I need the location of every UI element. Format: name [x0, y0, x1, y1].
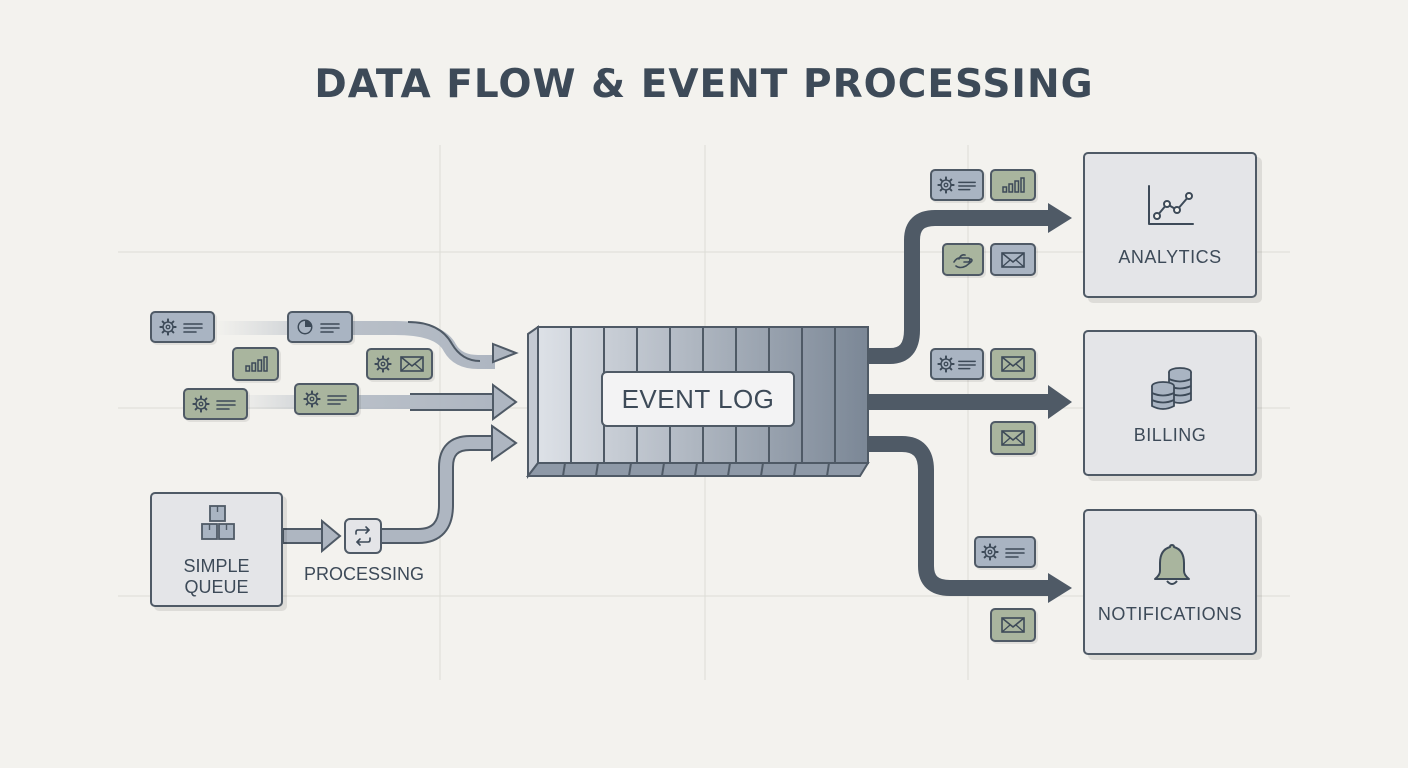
- bell-icon: [1154, 544, 1190, 585]
- gear-mail-icon: [366, 348, 433, 380]
- gear-list-icon: [930, 348, 984, 380]
- queue-processing-arrow: [282, 518, 342, 554]
- hand-icon: [942, 243, 984, 276]
- boxes-icon: [201, 505, 235, 540]
- gear-list-icon: [930, 169, 984, 201]
- simple-queue-label-line1: SIMPLE: [183, 556, 250, 576]
- bar-chart-icon: [232, 347, 279, 381]
- simple-queue-label-line2: QUEUE: [184, 577, 249, 597]
- line-chart-icon: [1148, 185, 1194, 225]
- analytics-box: ANALYTICS: [1083, 152, 1257, 298]
- simple-queue-label: SIMPLE QUEUE: [152, 556, 281, 598]
- diagram-title: DATA FLOW & EVENT PROCESSING: [314, 62, 1094, 107]
- processing-label: PROCESSING: [303, 564, 425, 584]
- mail-icon: [990, 608, 1036, 642]
- analytics-label: ANALYTICS: [1118, 247, 1222, 267]
- processing-node: [344, 518, 382, 554]
- incoming-stream-2: [232, 383, 518, 421]
- bar-chart-icon: [990, 169, 1036, 201]
- outgoing-arrow-notifications: [868, 436, 1072, 603]
- outgoing-arrow-billing: [868, 385, 1072, 419]
- gear-list-icon: [974, 536, 1036, 568]
- pie-list-icon: [287, 311, 353, 343]
- event-log-label: EVENT LOG: [601, 371, 795, 427]
- coins-stack-icon: [1151, 367, 1192, 410]
- billing-box: BILLING: [1083, 330, 1257, 476]
- processing-log-arrow: [382, 424, 518, 544]
- incoming-stream-1-outline: [407, 321, 481, 362]
- outgoing-arrow-analytics: [868, 203, 1072, 364]
- mail-icon: [990, 243, 1036, 276]
- notifications-label: NOTIFICATIONS: [1097, 604, 1243, 624]
- simple-queue-box: SIMPLE QUEUE: [150, 492, 283, 607]
- mail-icon: [990, 348, 1036, 380]
- gear-list-icon: [294, 383, 359, 415]
- gear-list-icon: [150, 311, 215, 343]
- billing-label: BILLING: [1133, 425, 1207, 445]
- notifications-box: NOTIFICATIONS: [1083, 509, 1257, 655]
- mail-icon: [990, 421, 1036, 455]
- gear-list-icon: [183, 388, 248, 420]
- incoming-stream-1: [215, 321, 519, 369]
- refresh-icon: [355, 526, 371, 546]
